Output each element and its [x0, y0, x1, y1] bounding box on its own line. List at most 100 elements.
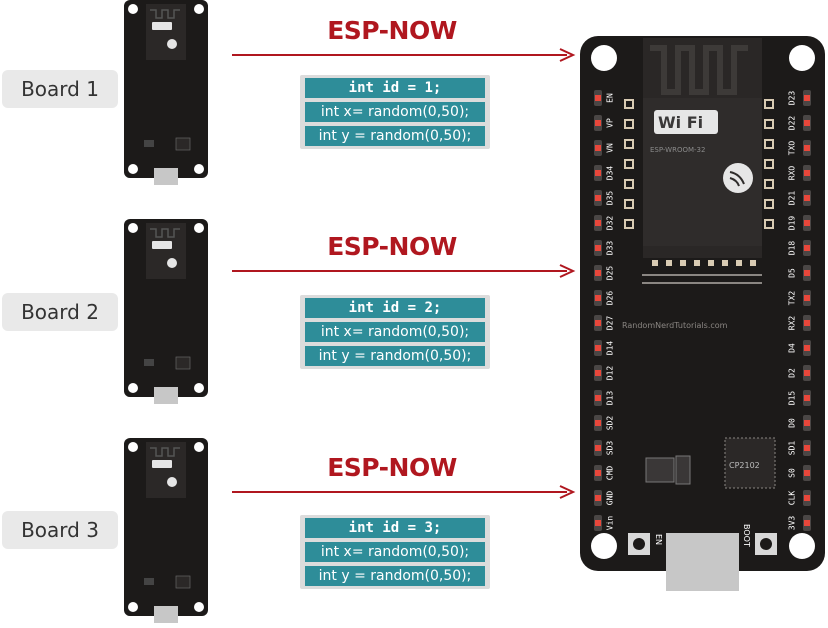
left-pin-dot: [595, 395, 601, 401]
right-pin-label: RXO: [788, 166, 797, 181]
code-line-id: int id = 3;: [305, 518, 485, 538]
right-pin-label: D22: [788, 116, 797, 131]
code-line-x: int x= random(0,50);: [305, 102, 485, 122]
right-pin-dot: [804, 320, 810, 326]
module-name: ESP-WROOM-32: [650, 146, 705, 154]
right-pin-label: D21: [788, 191, 797, 206]
board-1-label: Board 1: [2, 70, 118, 108]
left-pin-dot: [595, 195, 601, 201]
left-pin-label: D34: [606, 166, 615, 181]
left-pin-dot: [595, 270, 601, 276]
right-pin-label: D23: [788, 91, 797, 106]
right-pin-header: D23D22TXORXOD21D19D18D5TX2RX2D4D2D15D0SD…: [788, 90, 811, 531]
espnow-arrow-1: [232, 48, 576, 62]
right-pin-label: D18: [788, 241, 797, 256]
right-pin-dot: [804, 520, 810, 526]
left-pin-label: D25: [606, 266, 615, 281]
board-2-label: Board 2: [2, 293, 118, 331]
left-pin-dot: [595, 220, 601, 226]
left-pin-dot: [595, 245, 601, 251]
board-3-label: Board 3: [2, 511, 118, 549]
left-pin-label: VN: [606, 143, 615, 153]
right-pin-dot: [804, 95, 810, 101]
left-pin-label: SD2: [606, 416, 615, 431]
left-pin-dot: [595, 445, 601, 451]
right-pin-dot: [804, 120, 810, 126]
right-pin-label: CLK: [788, 491, 797, 506]
code-line-y: int y = random(0,50);: [305, 566, 485, 586]
right-pin-label: D19: [788, 216, 797, 231]
left-pin-label: D14: [606, 341, 615, 356]
right-pin-dot: [804, 295, 810, 301]
left-pin-label: D33: [606, 241, 615, 256]
code-line-x: int x= random(0,50);: [305, 542, 485, 562]
right-pin-dot: [804, 220, 810, 226]
left-pin-dot: [595, 145, 601, 151]
code-block-2: int id = 2; int x= random(0,50); int y =…: [300, 295, 490, 369]
left-pin-dot: [595, 420, 601, 426]
espnow-arrow-2: [232, 264, 576, 278]
left-pin-label: Vin: [606, 516, 615, 531]
code-line-y: int y = random(0,50);: [305, 346, 485, 366]
left-pin-dot: [595, 345, 601, 351]
right-pin-dot: [804, 170, 810, 176]
receiver-board: Wi Fi ESP-WROOM-32 RandomNerdTutorials.c…: [580, 36, 825, 591]
right-pin-label: D15: [788, 391, 797, 406]
receiver-pcb: [580, 36, 825, 571]
left-pin-dot: [595, 95, 601, 101]
right-pin-label: RX2: [788, 316, 797, 331]
right-pin-label: S0: [788, 468, 797, 478]
usb-port: [666, 533, 739, 591]
left-pin-label: D13: [606, 391, 615, 406]
left-pin-dot: [595, 295, 601, 301]
left-pin-dot: [595, 320, 601, 326]
left-pin-label: D35: [606, 191, 615, 206]
right-pin-label: TXO: [788, 141, 797, 156]
chip-label: CP2102: [729, 461, 760, 470]
right-pin-label: D2: [788, 368, 797, 378]
right-pin-dot: [804, 470, 810, 476]
right-pin-dot: [804, 195, 810, 201]
left-pin-dot: [595, 470, 601, 476]
right-pin-label: D5: [788, 268, 797, 278]
usb-uart-chip: [724, 437, 776, 489]
left-pin-header: ENVPVND34D35D32D33D25D26D27D14D12D13SD2S…: [594, 90, 615, 531]
left-pin-dot: [595, 495, 601, 501]
left-pin-label: CMD: [606, 466, 615, 481]
right-pin-dot: [804, 420, 810, 426]
en-button-label: EN: [654, 534, 663, 545]
code-block-1: int id = 1; int x= random(0,50); int y =…: [300, 75, 490, 149]
right-pin-dot: [804, 495, 810, 501]
espnow-label-3: ESP-NOW: [327, 453, 457, 482]
espnow-arrow-3: [232, 485, 576, 499]
left-pin-label: D32: [606, 216, 615, 231]
code-line-id: int id = 2;: [305, 298, 485, 318]
left-pin-dot: [595, 520, 601, 526]
brand-text: RandomNerdTutorials.com: [622, 321, 728, 330]
boot-button-label: BOOT: [742, 524, 751, 547]
left-pin-label: GND: [606, 491, 615, 506]
sender-board-2: [124, 219, 208, 404]
right-pin-label: D4: [788, 343, 797, 353]
espressif-logo-icon: [723, 163, 753, 193]
espnow-label-1: ESP-NOW: [327, 16, 457, 45]
sender-board-1: [124, 0, 208, 185]
right-pin-dot: [804, 345, 810, 351]
right-pin-dot: [804, 245, 810, 251]
right-pin-dot: [804, 395, 810, 401]
code-line-id: int id = 1;: [305, 78, 485, 98]
code-block-3: int id = 3; int x= random(0,50); int y =…: [300, 515, 490, 589]
sender-board-3: [124, 438, 208, 623]
right-pin-label: SD1: [788, 441, 797, 456]
code-line-y: int y = random(0,50);: [305, 126, 485, 146]
left-pin-label: EN: [606, 93, 615, 103]
left-pin-dot: [595, 120, 601, 126]
left-pin-dot: [595, 370, 601, 376]
left-pin-label: D12: [606, 366, 615, 381]
left-pin-label: VP: [606, 118, 615, 128]
right-pin-dot: [804, 270, 810, 276]
left-pin-label: D27: [606, 316, 615, 331]
code-line-x: int x= random(0,50);: [305, 322, 485, 342]
wifi-logo-text: Wi Fi: [658, 113, 703, 132]
right-pin-dot: [804, 445, 810, 451]
